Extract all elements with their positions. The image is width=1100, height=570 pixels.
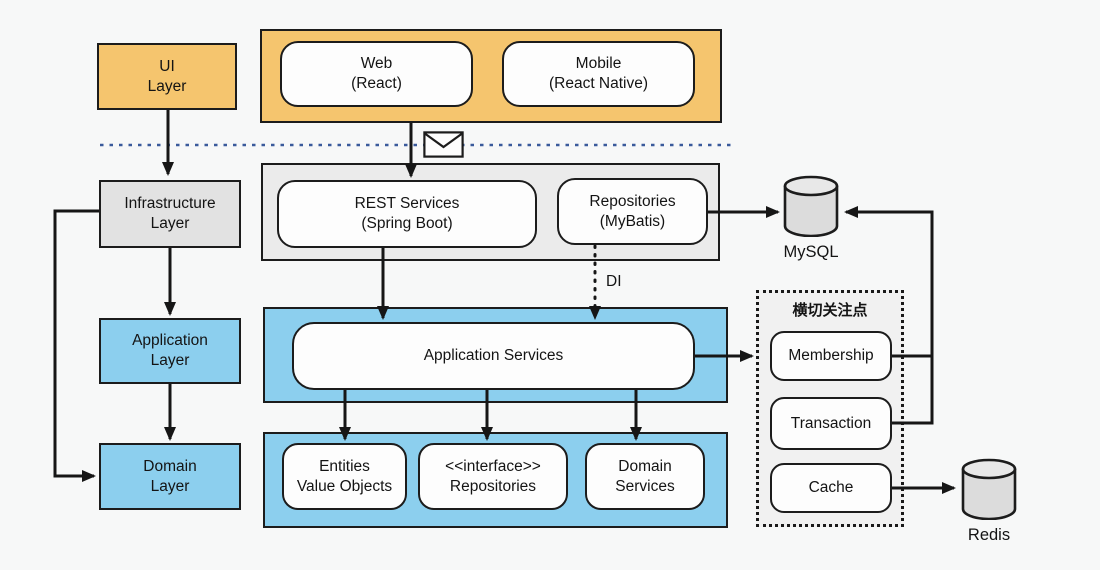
infrastructure-layer-box: Infrastructure Layer [99,180,241,248]
mysql-database-icon [782,175,840,238]
membership-box: Membership [770,331,892,381]
cross-cutting-concerns-title: 横切关注点 [792,302,868,319]
transaction-label: Transaction [790,414,872,432]
mysql-label: MySQL [783,243,839,261]
redis-database-icon [960,458,1018,521]
application-services-box: Application Services [292,322,695,390]
application-layer-box: Application Layer [99,318,241,384]
mobile-react-native-label: Mobile (React Native) [548,55,649,92]
membership-label: Membership [788,347,874,365]
rest-services-box: REST Services (Spring Boot) [277,180,537,248]
cache-label: Cache [808,479,854,497]
entities-value-objects-label: Entities Value Objects [296,457,393,495]
envelope-icon [423,131,464,158]
interface-repositories-box: <<interface>> Repositories [418,443,568,510]
web-react-box: Web (React) [280,41,473,107]
repositories-label: Repositories (MyBatis) [589,192,676,230]
redis-label: Redis [967,526,1011,544]
domain-layer-label: Domain Layer [143,457,197,495]
domain-layer-box: Domain Layer [99,443,241,510]
application-services-label: Application Services [423,347,564,365]
repositories-box: Repositories (MyBatis) [557,178,708,245]
cache-box: Cache [770,463,892,513]
web-react-label: Web (React) [351,55,402,92]
entities-value-objects-box: Entities Value Objects [282,443,407,510]
domain-services-box: Domain Services [585,443,705,510]
ui-layer-box: UI Layer [97,43,237,110]
di-annotation: DI [606,273,622,290]
infrastructure-layer-label: Infrastructure Layer [124,195,216,232]
transaction-box: Transaction [770,397,892,450]
domain-services-label: Domain Services [615,457,675,495]
interface-repositories-label: <<interface>> Repositories [445,457,541,495]
ui-layer-label: UI Layer [147,57,187,95]
rest-services-label: REST Services (Spring Boot) [354,195,460,232]
application-layer-label: Application Layer [132,332,208,369]
mobile-react-native-box: Mobile (React Native) [502,41,695,107]
arrow-infrastructure-to-domain-bypass [53,209,99,482]
